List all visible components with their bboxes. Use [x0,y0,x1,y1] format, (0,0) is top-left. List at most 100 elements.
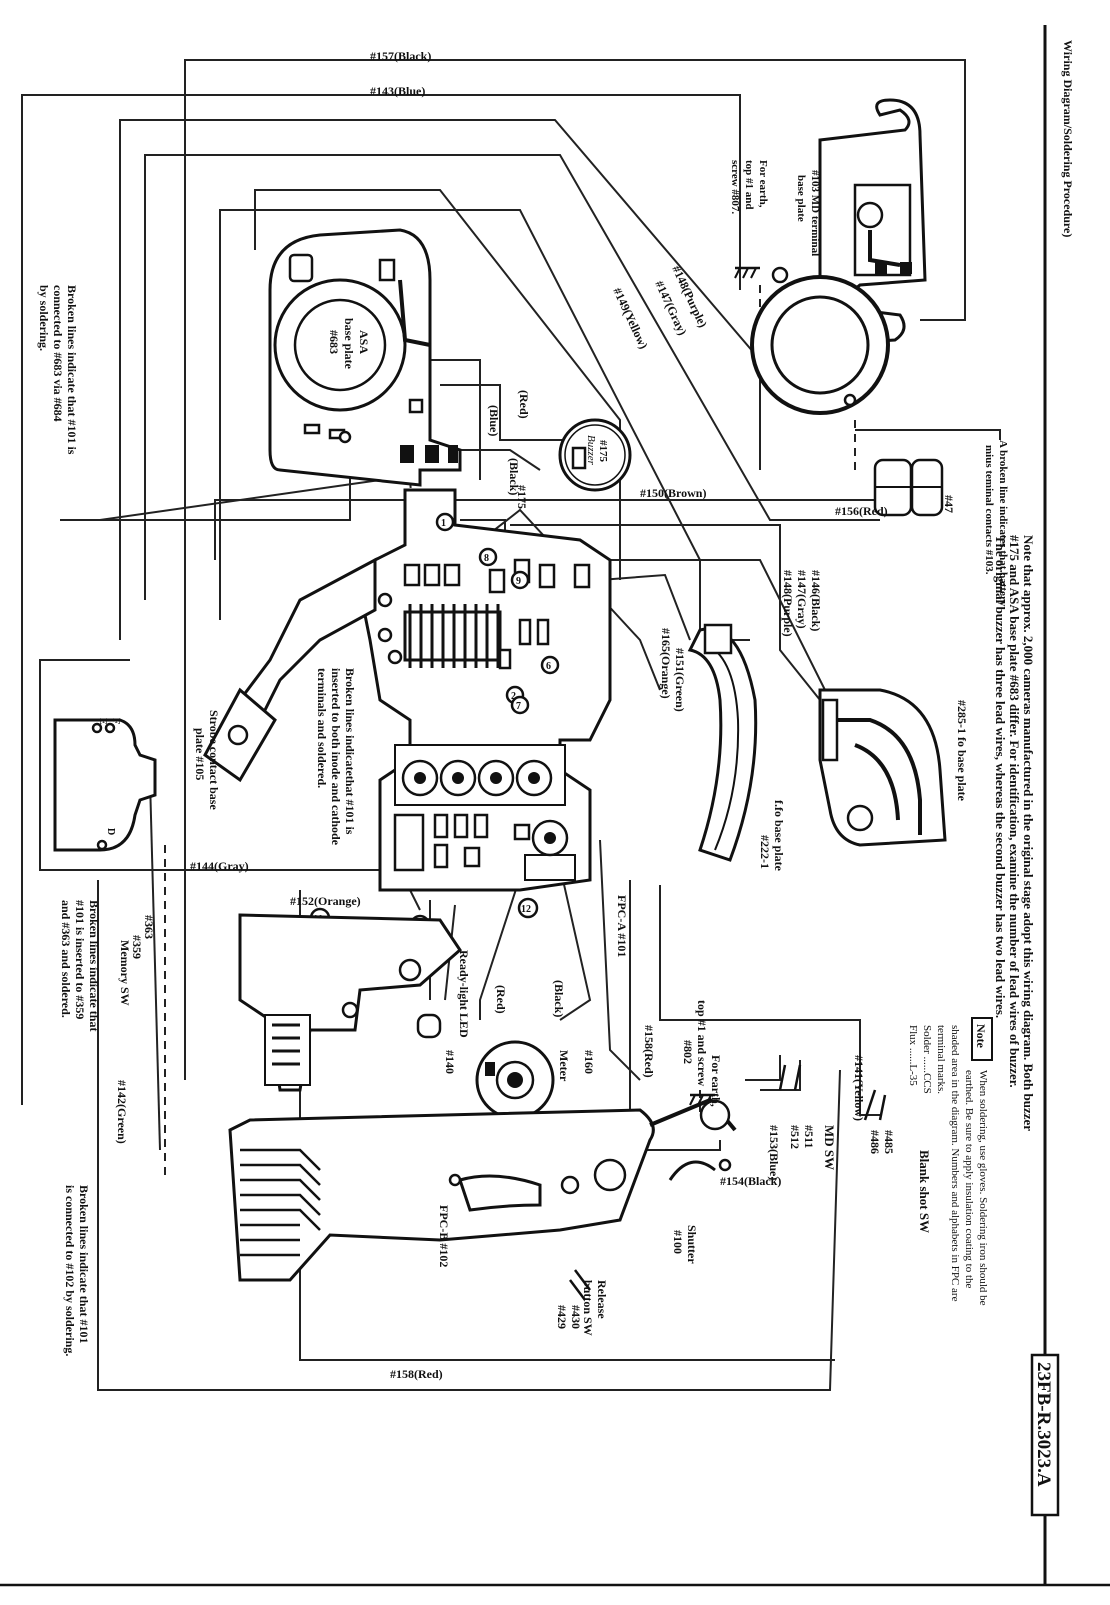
solder-note-line-4: terminal marks. [935,1025,947,1094]
solder-note: Note When soldering, use gloves. Solderi… [907,1017,993,1306]
earth-bottom-1: For earth, [709,1055,723,1107]
ready-light-led [416,1013,442,1039]
annotation-shutter: Shutter #100 [671,1225,699,1264]
md-switch [778,1064,802,1091]
meter-2: #160 [582,1050,596,1074]
annotation-broken-102: Broken lines indicate that #101 is conne… [63,1185,91,1356]
memory-switch-block [238,913,462,1092]
broken-359-3: and #363 and soldered. [59,900,73,1018]
fpc-a-tail [203,557,403,783]
meter-160 [475,1040,555,1120]
drawing-code: 23FB-R.3023.A [1033,1362,1054,1487]
broken-102-1: Broken lines indicate that #101 [77,1185,91,1343]
broken-359-2: #101 is inserted to #359 [73,900,87,1019]
annotation-blank-sw: Blank shot SW #485 #486 [868,1130,932,1233]
broken-anode-1: Broken lines indicatethat #101 is [343,668,357,835]
terminal-E: E [97,718,108,725]
fo-base-plate-285 [818,688,947,847]
top-note-line-2: #175 and ASA base plate #683 differ. For… [1007,535,1022,1088]
wire-148b: #148(Purple) [781,570,795,637]
release-1: Release [595,1280,609,1319]
smd-components [403,558,591,670]
solder-note-line-1: When soldering, use gloves. Soldering ir… [977,1070,989,1306]
wire-149: #149(Yellow) [610,285,651,351]
blank-sw-486: #486 [868,1130,882,1154]
wire-143: #143(Blue) [370,84,425,98]
md-plate-label-1: #103 MD terminal [809,170,821,256]
wire-47: #47 [942,495,956,513]
annotation-broken-359: Broken lines indicate that #101 is inser… [59,900,101,1031]
release-430: #430 [569,1305,583,1329]
terminal-2: 2 [511,691,516,702]
buzzer-175: #175 Buzzer [558,418,632,492]
asa-label: ASA base plate #683 [327,318,371,370]
code-box: 23FB-R.3023.A [1030,1353,1060,1517]
led-2: #140 [443,1050,457,1074]
wire-158a: #158(Red) [642,1025,656,1078]
wire-154: #154(Black) [720,1174,781,1188]
md-terminal-base-plate [750,98,927,415]
asa-label-1: ASA [357,330,371,354]
fo-plate-2: #222-1 [758,835,772,869]
wire-153: #153(Blue) [767,1125,781,1180]
annotation-memory: #363 #359 Memory SW [118,915,156,1006]
terminal-F: F [110,718,121,724]
terminal-12: 12 [521,904,531,915]
wire-165: #165(Orange) [659,628,673,699]
annotation-broken-683: Broken lines indicate that #101 is conne… [37,285,79,455]
wire-151: #151(Green) [673,648,687,712]
memory-sw: Memory SW [118,940,132,1006]
md-plate-label: #103 MD terminal base plate For earth, t… [729,160,821,256]
blank-sw-label: Blank shot SW [917,1150,932,1233]
meter-1: Meter [557,1050,571,1082]
fo-right-label: #285-1 fo base plate [955,700,969,802]
wire-red-meter: (Red) [494,985,508,1014]
broken-102-2: is connected to #102 by soldering. [63,1185,77,1356]
release-switch [569,1269,591,1301]
buzzer-label: Buzzer [585,435,597,466]
annotation-strobe: Strobe contact base plate #105 [193,710,221,810]
release-2: button SW [581,1280,595,1336]
asa-base-plate [268,228,462,487]
fo-plate-1: f.fo base plate [772,800,786,872]
fpc-b-label: FPC-B #102 [437,1205,451,1267]
wire-157: #157(Black) [370,49,431,63]
battery-note-1: A broken line indicates that battery [997,440,1009,607]
annotation-earth-bottom: For earth, top #1 and screw #802 [681,1000,723,1107]
blank-sw-485: #485 [882,1130,896,1154]
wire-blue-buzzer: (Blue) [487,405,501,436]
broken-anode-3: terminals and soldered. [315,668,329,788]
led-1: Ready-light LED [457,950,471,1038]
memory-359: #359 [130,935,144,959]
note-badge: Note [974,1024,988,1049]
annotation-md-sw: MD SW #511 #512 [788,1125,837,1170]
broken-683-1: Broken lines indicate that #101 is [65,285,79,455]
strobe-1: Strobe contact base [207,710,221,810]
battery-contact [873,458,944,517]
blank-shot-switch [863,1089,887,1121]
battery-note: A broken line indicates that battery miu… [983,440,1009,607]
shutter-2: #100 [671,1230,685,1254]
wire-147b: #147(Gray) [795,570,809,629]
terminal-8: 8 [484,553,489,564]
annotation-release: Release button SW #430 #429 [555,1280,609,1336]
terminal-D: D [105,828,116,835]
wire-142: #142(Green) [115,1080,129,1144]
wire-146: #146(Black) [809,570,823,631]
broken-359-1: Broken lines indicate that [87,900,101,1031]
top-note: Note that approx. 2,000 cameras manufact… [993,535,1036,1131]
wire-158b: #158(Red) [390,1367,443,1381]
wire-152: #152(Orange) [290,894,361,908]
asa-label-3: #683 [327,330,341,354]
md-sw-511: #511 [802,1125,816,1148]
earth-bottom-3: #802 [681,1040,695,1064]
fpc-b-board [228,1097,737,1282]
solder-note-line-6: Flux ......L-35 [907,1025,919,1086]
wire-156: #156(Red) [835,504,888,518]
top-note-line-3: The original buzzer has three lead wires… [993,535,1008,1018]
fpc-a-label: FPC-A #101 [615,895,629,957]
md-sw-label: MD SW [822,1125,837,1170]
trim-pots [401,759,569,857]
wire-black-meter: (Black) [552,980,566,1017]
